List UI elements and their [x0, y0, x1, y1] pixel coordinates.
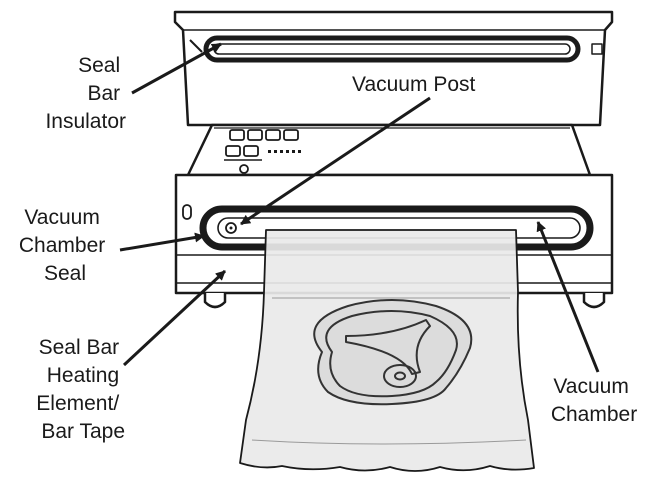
label-line: Chamber — [551, 403, 637, 426]
device-foot-left — [203, 293, 227, 309]
leader-vacuum-chamber-seal — [119, 232, 205, 252]
label-vacuum-post: Vacuum Post — [352, 73, 475, 96]
side-latch — [182, 204, 192, 220]
t-bone — [345, 319, 431, 375]
label-vacuum-chamber-seal: Vacuum Chamber Seal — [19, 206, 111, 285]
label-seal-bar-heating-element: Seal Bar Heating Element/ Bar Tape — [36, 336, 125, 443]
control-button-4 — [283, 129, 299, 141]
label-line: Vacuum — [553, 375, 628, 398]
label-line: Seal Bar — [39, 336, 120, 359]
control-button-3 — [265, 129, 281, 141]
label-line: Vacuum Post — [352, 73, 475, 96]
leader-vacuum-chamber — [536, 221, 600, 373]
control-buttons — [224, 129, 299, 174]
device-lid — [173, 10, 614, 127]
label-line: Element/ — [36, 392, 119, 415]
control-button-6 — [243, 145, 259, 157]
leader-seal-bar-heating-element — [122, 269, 227, 367]
control-button-2 — [247, 129, 263, 141]
label-line: Bar Tape — [41, 420, 125, 443]
label-line: Bar — [87, 82, 120, 105]
label-line: Seal — [78, 54, 120, 77]
leader-vacuum-post — [240, 96, 431, 226]
label-line: Seal — [44, 262, 86, 285]
device-foot-right — [582, 293, 606, 309]
indicator-dots — [268, 150, 301, 153]
control-button-5 — [225, 145, 241, 157]
label-vacuum-chamber: Vacuum Chamber — [551, 375, 637, 426]
label-line: Chamber — [19, 234, 105, 257]
label-line: Vacuum — [24, 206, 99, 229]
indicator-light — [239, 164, 249, 174]
leader-lines — [119, 42, 600, 373]
control-button-1 — [229, 129, 245, 141]
label-line: Insulator — [45, 110, 126, 133]
label-line: Heating — [47, 364, 119, 387]
label-seal-bar-insulator: Seal Bar Insulator — [45, 54, 126, 133]
leader-seal-bar-insulator — [131, 42, 222, 95]
steak-icon — [313, 299, 473, 406]
